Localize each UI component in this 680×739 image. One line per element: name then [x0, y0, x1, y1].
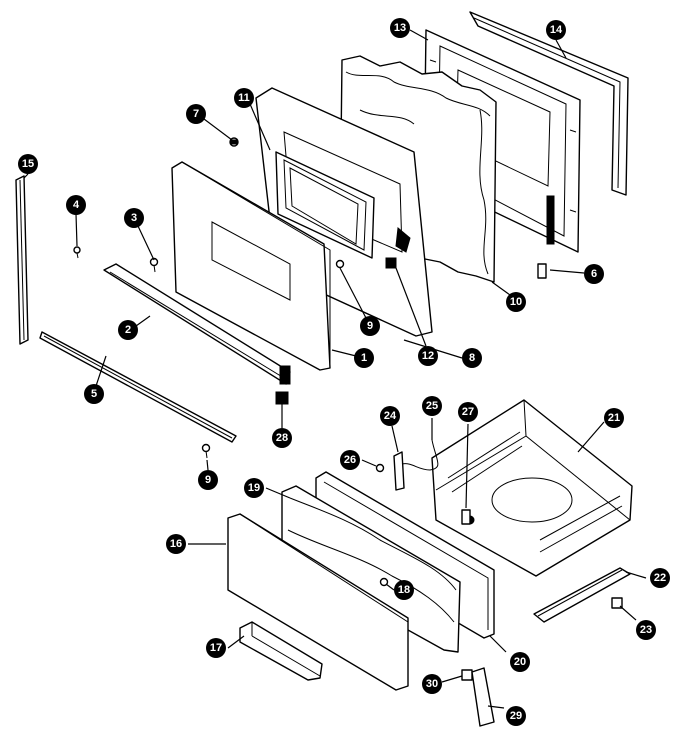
callout-16-label: 16 [170, 538, 182, 550]
callout-20-label: 20 [514, 656, 526, 668]
handle-end-cap [471, 667, 495, 727]
callout-30-label: 30 [426, 678, 438, 690]
callout-6: 6 [584, 264, 604, 284]
callout-12: 12 [418, 346, 438, 366]
callout-13: 13 [390, 18, 410, 38]
callout-21: 21 [604, 408, 624, 428]
callout-1-label: 1 [361, 352, 367, 364]
callout-5-label: 5 [91, 388, 97, 400]
hinge-clip [385, 257, 397, 269]
side-trim [15, 175, 29, 345]
clip-28 [275, 391, 289, 405]
callout-3-label: 3 [131, 212, 137, 224]
callout-17-label: 17 [210, 642, 222, 654]
callout-4-label: 4 [73, 199, 80, 211]
callout-14-label: 14 [550, 24, 563, 36]
screw-4 [73, 246, 81, 259]
callout-29: 29 [506, 706, 526, 726]
callout-29-label: 29 [510, 710, 522, 722]
callout-18-label: 18 [398, 584, 410, 596]
callout-25-label: 25 [426, 400, 438, 412]
screw-3 [149, 257, 159, 273]
igniter-bracket [393, 451, 405, 491]
callout-22: 22 [650, 568, 670, 588]
callout-30: 30 [422, 674, 442, 694]
spacer-27 [461, 509, 471, 525]
callout-21-label: 21 [608, 412, 620, 424]
drawer-rail [533, 567, 631, 623]
callout-27-label: 27 [462, 406, 474, 418]
callout-9-lower: 9 [198, 470, 218, 490]
callout-7: 7 [186, 104, 206, 124]
bottom-trim-strip [39, 331, 237, 443]
callout-26: 26 [340, 450, 360, 470]
callout-23-label: 23 [640, 624, 652, 636]
callout-26-label: 26 [344, 454, 356, 466]
callout-17: 17 [206, 638, 226, 658]
callout-25: 25 [422, 396, 442, 416]
callout-2: 2 [118, 320, 138, 340]
callout-9-upper-label: 9 [367, 320, 373, 332]
callout-15: 15 [18, 154, 38, 174]
callout-24: 24 [380, 406, 400, 426]
callout-1: 1 [354, 348, 374, 368]
leader-lines [23, 29, 647, 709]
door-handle-trim [103, 263, 291, 385]
screw-9-lower [201, 443, 211, 459]
callout-15-label: 15 [22, 158, 34, 170]
screw-9-upper [335, 259, 345, 269]
callout-8: 8 [462, 348, 482, 368]
callout-22-label: 22 [654, 572, 666, 584]
door-gasket [469, 11, 629, 196]
callout-11: 11 [234, 88, 254, 108]
screw-18 [379, 577, 389, 587]
callout-11-label: 11 [238, 92, 250, 104]
callout-8-label: 8 [469, 352, 475, 364]
callout-2-label: 2 [125, 324, 131, 336]
drawer-body [431, 399, 633, 577]
rail-clip [611, 597, 623, 609]
outer-door-glass [171, 161, 331, 371]
kick-panel [239, 621, 323, 681]
callout-24-label: 24 [384, 410, 397, 422]
callout-23: 23 [636, 620, 656, 640]
callout-6-label: 6 [591, 268, 597, 280]
drawer-front-panel [227, 513, 409, 691]
nut-26 [375, 463, 385, 473]
callout-10: 10 [506, 292, 526, 312]
callout-20: 20 [510, 652, 530, 672]
callout-12-label: 12 [422, 350, 434, 362]
callout-3: 3 [124, 208, 144, 228]
bracket-6 [537, 263, 547, 279]
callout-27: 27 [458, 402, 478, 422]
callout-19-label: 19 [248, 482, 260, 494]
callout-5: 5 [84, 384, 104, 404]
callout-4: 4 [66, 195, 86, 215]
callout-16: 16 [166, 534, 186, 554]
callout-7-label: 7 [193, 108, 199, 120]
small-clip-30 [461, 669, 473, 681]
callout-28-label: 28 [276, 432, 288, 444]
door-window-frame [275, 151, 375, 259]
callout-9-lower-label: 9 [205, 474, 211, 486]
callout-19: 19 [244, 478, 264, 498]
callout-13-label: 13 [394, 22, 406, 34]
wire-harness [401, 439, 439, 471]
callout-28: 28 [272, 428, 292, 448]
callout-18: 18 [394, 580, 414, 600]
callout-9-upper: 9 [360, 316, 380, 336]
callout-10-label: 10 [510, 296, 522, 308]
callout-14: 14 [546, 20, 566, 40]
